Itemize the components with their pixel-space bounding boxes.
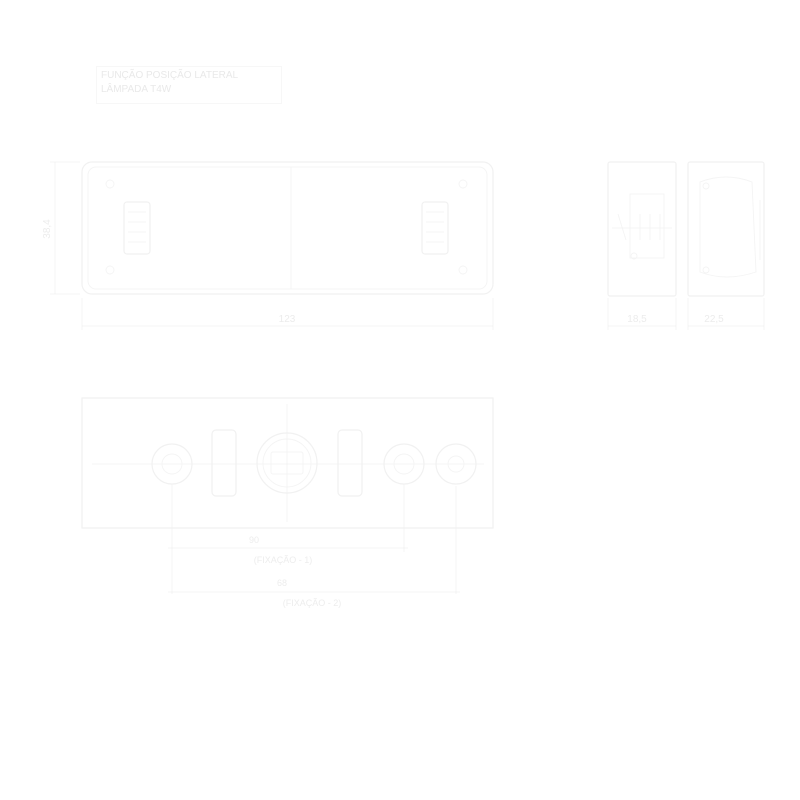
- lamp-socket: [256, 432, 318, 494]
- depth1-label: 18,5: [627, 314, 647, 325]
- screw-icon: [105, 265, 115, 275]
- slot-left: [211, 429, 237, 497]
- length-label: 123: [279, 314, 296, 325]
- rear-outline: [81, 397, 494, 529]
- front-view: 38,4 123: [42, 161, 494, 330]
- front-inner-outline: [87, 166, 488, 290]
- left-lens: [123, 201, 151, 255]
- right-lens: [421, 201, 449, 255]
- fixing-dimension-1: [168, 484, 408, 552]
- slot-right: [337, 429, 363, 497]
- fixing1-value: 90: [249, 535, 259, 545]
- screw-icon: [105, 179, 115, 189]
- side-outline: [607, 161, 677, 297]
- screw-icon: [458, 265, 468, 275]
- fixing1-label: (FIXAÇÃO - 1): [254, 555, 313, 565]
- front-outline: [81, 161, 494, 295]
- screw-icon: [458, 179, 468, 189]
- fixing2-value: 68: [277, 578, 287, 588]
- side-view-1: [607, 161, 677, 330]
- side-outline: [687, 161, 765, 297]
- title-block: FUNÇÃO POSIÇÃO LATERAL LÂMPADA T4W: [96, 66, 282, 104]
- fixing-dimension-2: [168, 486, 460, 594]
- fixing2-label: (FIXAÇÃO - 2): [283, 598, 342, 608]
- rear-view: 90 (FIXAÇÃO - 1) 68 (FIXAÇÃO - 2): [81, 397, 494, 608]
- height-dimension: [50, 161, 80, 295]
- length-dimension: [81, 298, 494, 330]
- connector-icon: [435, 443, 477, 485]
- side-view-2: [687, 161, 765, 330]
- height-label: 38,4: [42, 219, 53, 239]
- depth2-label: 22,5: [704, 314, 724, 325]
- title-function: FUNÇÃO POSIÇÃO LATERAL: [101, 70, 239, 81]
- title-lamp: LÂMPADA T4W: [101, 84, 172, 95]
